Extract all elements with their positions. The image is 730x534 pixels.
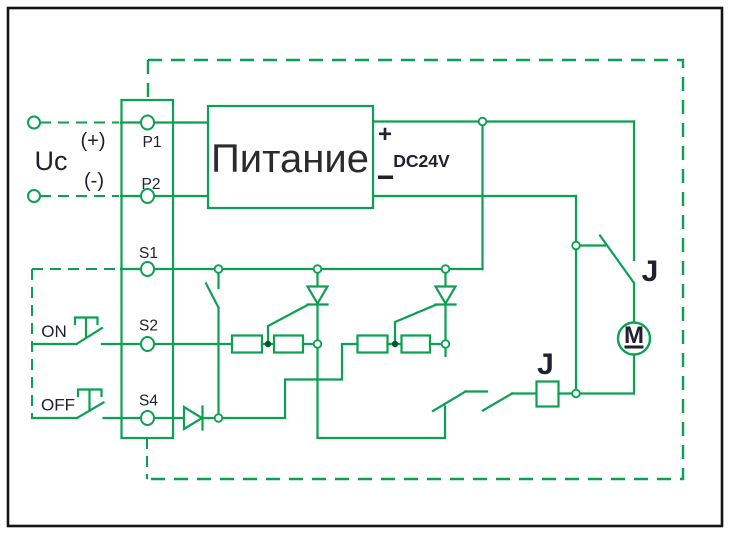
terminal-s2	[140, 336, 155, 352]
relay-contact-label: J	[642, 255, 659, 288]
scr1-gate-wire	[266, 303, 309, 346]
motor-label: M	[624, 322, 644, 349]
terminal-s1-label: S1	[139, 245, 158, 262]
plus-input-label: (+)	[81, 130, 106, 152]
off-button-actuator	[76, 388, 103, 413]
on-button-actuator	[73, 316, 99, 338]
motor-label-underline	[624, 345, 644, 349]
relay-coil-box	[535, 380, 560, 408]
terminal-p1	[140, 114, 155, 131]
junction-node	[312, 339, 323, 349]
resistor-r3	[356, 334, 389, 354]
gate-tap-dot	[264, 340, 272, 348]
wire-gate2-branch	[283, 342, 359, 420]
input-terminal-minus	[27, 189, 41, 203]
terminal-p2	[140, 188, 155, 204]
hold-contact-blade	[204, 282, 220, 309]
terminal-p2-label: P2	[142, 176, 161, 193]
terminal-s2-label: S2	[139, 318, 158, 335]
outer-frame	[6, 6, 724, 528]
uc-label: Uc	[35, 146, 68, 176]
power-supply-box	[206, 104, 375, 210]
scr1-triangle	[305, 285, 330, 306]
junction-node	[213, 264, 224, 274]
on-button-label: ON	[41, 322, 67, 341]
junction-node	[440, 339, 451, 349]
junction-node	[477, 116, 488, 127]
on-button-blade	[74, 326, 104, 346]
junction-node	[440, 264, 451, 274]
terminal-p1-label: P1	[143, 134, 162, 151]
junction-node	[571, 388, 581, 399]
scr1-cathode-wire	[316, 303, 447, 440]
off-button-label: OFF	[41, 396, 75, 415]
terminal-s4	[140, 410, 155, 426]
resistor-r2	[272, 334, 305, 354]
resistor-r1	[230, 334, 264, 354]
terminal-s4-label: S4	[139, 393, 158, 410]
terminal-block	[120, 98, 175, 440]
scr2-triangle	[433, 285, 458, 306]
input-terminal-plus	[27, 115, 41, 130]
power-minus-sign	[378, 175, 393, 179]
series-contact1-blade	[431, 389, 468, 413]
power-plus-sign: +	[378, 121, 392, 148]
junction-node	[213, 413, 224, 423]
diode-triangle	[182, 405, 205, 431]
resistor-r4	[400, 334, 432, 354]
scr2-gate-wire	[393, 303, 437, 346]
junction-node	[312, 264, 323, 274]
minus-input-label: (-)	[84, 170, 104, 192]
series-contact2-blade	[481, 391, 514, 413]
power-supply-title: Питание	[211, 137, 369, 181]
power-rating-label: DC24V	[393, 151, 450, 171]
junction-node	[571, 240, 581, 251]
terminal-s1	[140, 261, 155, 277]
j-contact-blade	[598, 233, 636, 285]
relay-coil-label: J	[537, 348, 554, 381]
enclosure-dashed-border	[147, 58, 685, 481]
gate-tap-dot	[391, 340, 399, 348]
